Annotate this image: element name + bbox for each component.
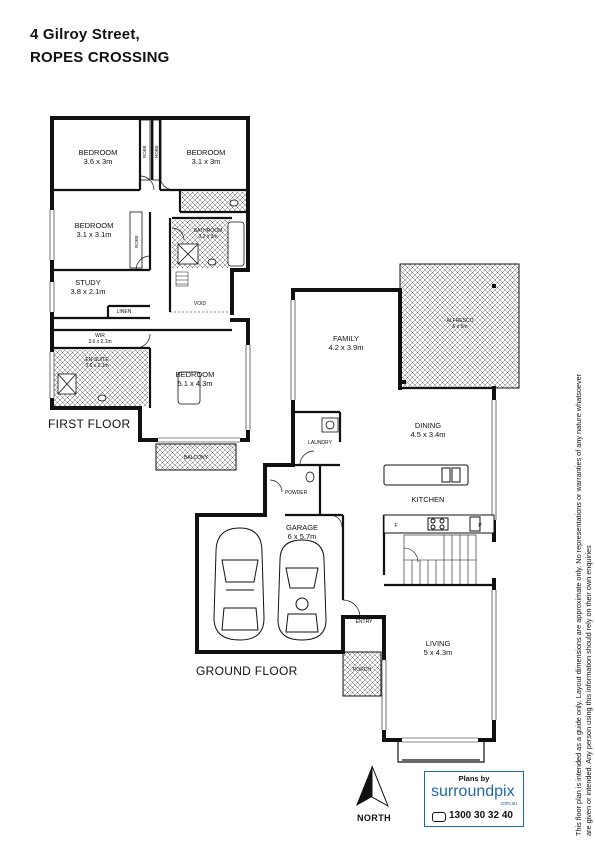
room-alfresco-name: ALFRESCO <box>446 318 474 324</box>
logo-domain: .com.au <box>499 801 517 807</box>
room-alfresco-dims: 6 x 5m <box>452 324 468 330</box>
disclaimer: This floor plan is intended as a guide o… <box>574 373 593 836</box>
ground-floor-heading: GROUND FLOOR <box>196 664 298 678</box>
room-wir-dims: 3.6 x 2.1m <box>88 339 112 345</box>
room-dining-dims: 4.5 x 3.4m <box>410 430 446 439</box>
laundry-label: LAUNDRY <box>308 440 332 446</box>
room-living-dims: 5 x 4.3m <box>423 648 453 657</box>
room-ensuite-name: EN-SUITE <box>85 357 109 363</box>
room-master-bedroom-dims: 5.1 x 4.3m <box>177 379 213 388</box>
room-garage-dims: 6 x 5.7m <box>287 532 317 541</box>
room-garage-name: GARAGE <box>285 523 319 532</box>
robe-label-3: ROBE <box>154 145 159 158</box>
room-study-dims: 3.8 x 2.1m <box>70 287 106 296</box>
pantry-label: P <box>478 523 482 529</box>
fridge-label: F <box>394 523 398 529</box>
room-bedroom-b-dims: 3.1 x 3m <box>191 157 221 166</box>
powder-label: POWDER <box>284 490 308 496</box>
room-bathroom-dims: 3.2 x 3m <box>198 234 218 240</box>
first-floor-plan <box>49 116 251 471</box>
logo-phone: 1300 30 32 40 <box>449 810 513 821</box>
surroundpix-logo: Plans by surroundpix .com.au 1300 30 32 … <box>424 771 524 827</box>
porch-label: PORCH <box>352 667 372 673</box>
kitchen-label: KITCHEN <box>411 495 445 504</box>
ground-floor-plan <box>195 263 520 763</box>
room-bedroom-b-name: BEDROOM <box>186 148 226 157</box>
balcony-label: BALCONY <box>184 455 208 461</box>
phone-icon <box>432 812 446 822</box>
entry-label: ENTRY <box>355 619 373 625</box>
robe-label-2: ROBE <box>142 145 147 158</box>
room-bedroom-c-dims: 3.1 x 3.1m <box>76 230 112 239</box>
room-master-bedroom-name: BEDROOM <box>175 370 215 379</box>
logo-brand: surroundpix <box>431 783 515 800</box>
logo-plans-by: Plans by <box>458 774 490 783</box>
room-bathroom-name: BATHROOM <box>193 228 223 234</box>
room-dining-name: DINING <box>414 421 442 430</box>
robe-label-1: ROBE <box>134 235 139 248</box>
address-line-1: 4 Gilroy Street, <box>30 26 140 43</box>
room-family-name: FAMILY <box>332 334 360 343</box>
linen-label: LINEN <box>116 309 132 315</box>
room-ensuite-dims: 3.6 x 2.1m <box>85 363 109 369</box>
address-line-2: ROPES CROSSING <box>30 49 170 66</box>
room-wir-name: WIR <box>95 333 105 339</box>
room-bedroom-a-name: BEDROOM <box>78 148 118 157</box>
north-label: NORTH <box>357 813 391 823</box>
room-bedroom-a-dims: 3.6 x 3m <box>83 157 113 166</box>
room-bedroom-c-name: BEDROOM <box>74 221 114 230</box>
room-study-name: STUDY <box>75 278 101 287</box>
first-floor-heading: FIRST FLOOR <box>48 417 131 431</box>
north-arrow-icon <box>356 765 389 808</box>
room-family-dims: 4.2 x 3.9m <box>328 343 364 352</box>
void-label: VOID <box>193 301 207 307</box>
room-living-name: LIVING <box>425 639 451 648</box>
